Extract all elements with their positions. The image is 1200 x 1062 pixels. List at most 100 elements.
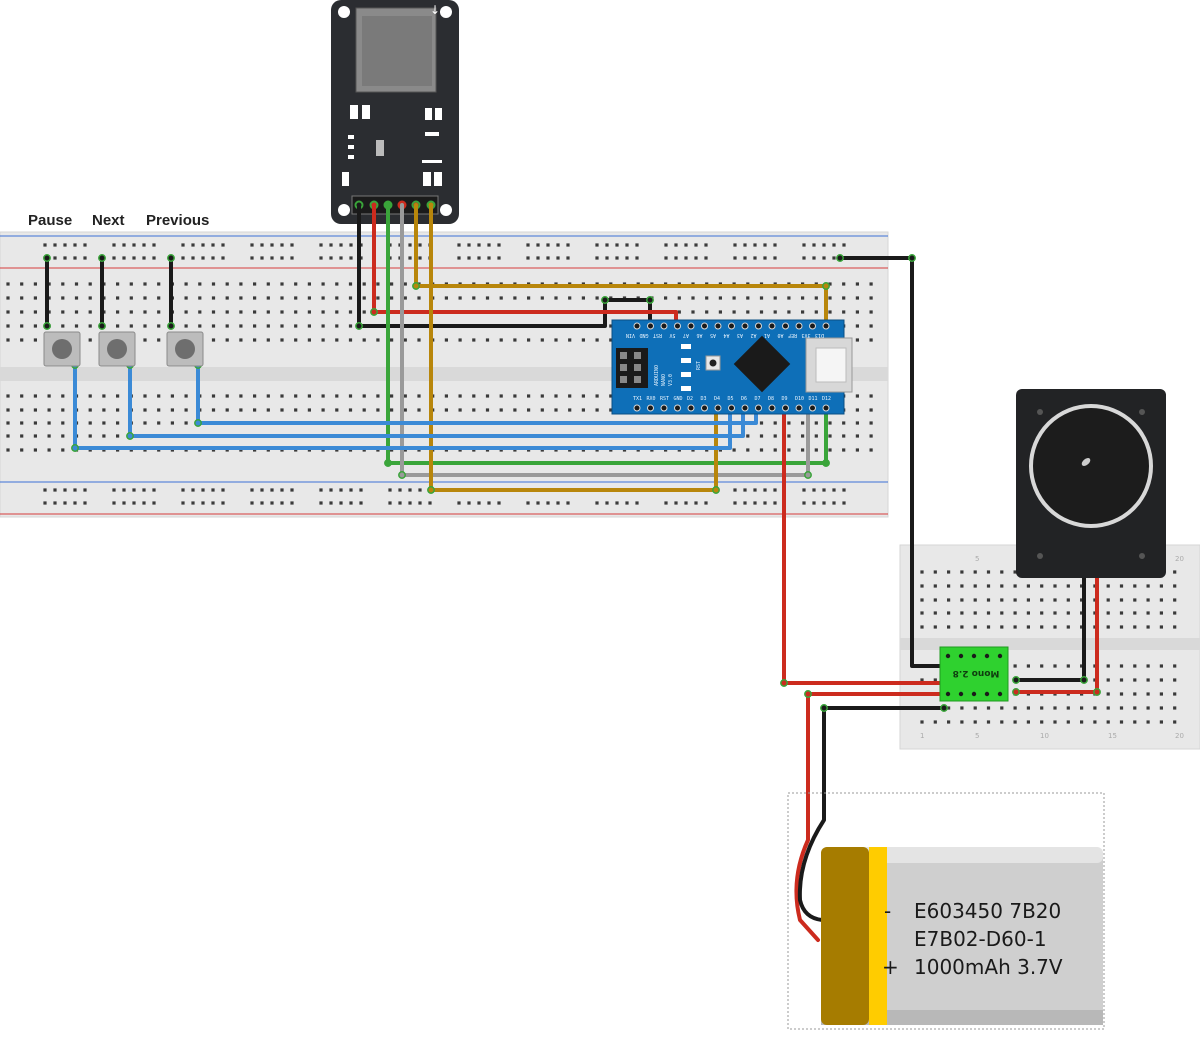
nano-pin-label: D8 [768,396,774,402]
breadboard-hole [855,448,859,452]
rail-hole [704,256,708,260]
small-breadboard-hole [1159,706,1163,710]
breadboard-hole [253,282,257,286]
rail-hole [73,488,77,492]
breadboard-hole [335,408,339,412]
small-breadboard-hole [1146,625,1150,629]
small-breadboard-hole [1093,625,1097,629]
breadboard-hole [294,394,298,398]
breadboard-hole [417,394,421,398]
rail-hole [842,488,846,492]
rail-hole [319,243,323,247]
breadboard-hole [211,324,216,328]
breadboard-hole [88,296,92,300]
nano-pin-label: RST [660,396,669,402]
breadboard-hole [33,282,37,286]
breadboard-hole [280,324,284,328]
breadboard-hole [321,394,325,398]
breadboard-hole [362,310,366,314]
small-breadboard-hole [1106,692,1110,696]
breadboard-hole [759,421,764,425]
breadboard-hole [485,296,490,300]
small-breadboard-hole [1093,598,1097,602]
small-breadboard-hole [1013,720,1017,724]
wire-endpoint [780,679,788,687]
breadboard-hole [184,296,188,300]
small-breadboard-hole [1066,720,1070,724]
rail-hole [566,501,570,505]
breadboard-hole [184,394,188,398]
rail-hole [290,243,294,247]
nano-pin-label: A2 [750,332,756,338]
small-breadboard-hole [1093,664,1097,668]
small-breadboard-hole [960,720,964,724]
wire-endpoint [384,459,392,467]
breadboard-hole [855,324,859,328]
nano-pin-hole [714,322,722,330]
breadboard-hole [239,324,243,328]
small-breadboard-hole [1040,598,1044,602]
nano-pin-hole [687,404,695,412]
breadboard-hole [129,282,133,286]
rail-hole [743,501,747,505]
breadboard-hole [239,310,243,314]
next-button[interactable] [98,331,136,367]
breadboard-hole [609,394,613,398]
previous-button[interactable] [166,331,204,367]
breadboard-hole [842,296,846,300]
breadboard-hole [499,408,503,412]
rail-hole [388,501,392,505]
breadboard-hole [184,282,188,286]
wire-endpoint [167,322,175,330]
breadboard-hole [157,394,161,398]
breadboard-hole [61,448,65,452]
nano-pin-label: D4 [714,396,720,402]
rail-hole [191,243,195,247]
breadboard-hole [102,421,106,425]
breadboard-hole [6,324,10,328]
rail-hole [260,488,264,492]
breadboard-hole [869,421,873,425]
breadboard-hole [198,296,202,300]
small-breadboard-hole [1173,625,1177,629]
breadboard-hole [595,394,599,398]
rail-hole [664,256,668,260]
rail-hole [152,501,156,505]
small-breadboard-hole [1026,720,1030,724]
wire-endpoint [836,254,844,262]
rail-hole [674,501,678,505]
nano-pin-label: A3 [737,332,743,338]
breadboard-hole [157,296,161,300]
breadboard-hole [294,408,298,412]
breadboard-hole [773,310,777,314]
pause-button[interactable] [43,331,81,367]
breadboard-hole [294,296,298,300]
rail-hole [526,243,530,247]
breadboard-hole [362,338,366,342]
small-breadboard-hole [1159,720,1163,724]
wire-endpoint [398,471,406,479]
breadboard-hole [814,434,818,438]
breadboard-hole [239,408,243,412]
rail-hole [802,256,806,260]
breadboard-hole [47,296,51,300]
small-breadboard-hole [1173,720,1177,724]
small-breadboard-hole [1053,611,1057,615]
breadboard-hole [787,296,791,300]
wire-battery-negative [797,706,946,922]
wire-endpoint [601,296,609,304]
wire-endpoint [43,322,51,330]
small-breadboard-hole [1106,678,1110,682]
rail-hole [83,243,87,247]
breadboard-hole [88,324,92,328]
rail-hole [477,501,481,505]
small-breadboard-hole [1040,706,1044,710]
rail-hole [487,243,491,247]
breadboard-hole [198,310,202,314]
breadboard-hole [102,434,106,438]
breadboard-hole [116,394,120,398]
small-breadboard-hole [1106,706,1110,710]
breadboard-hole [47,310,51,314]
rail-hole [290,488,294,492]
